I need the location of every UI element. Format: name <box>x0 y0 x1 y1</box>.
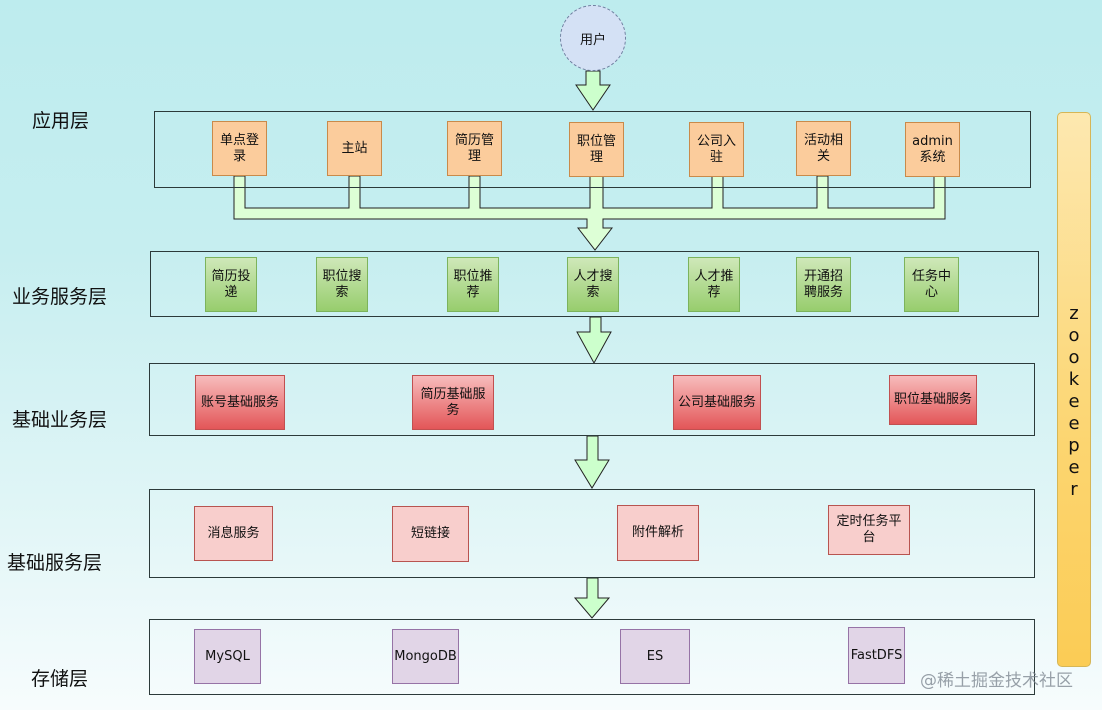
node-activities[interactable]: 活动相关 <box>796 121 851 176</box>
node-es[interactable]: ES <box>620 629 690 684</box>
layer-box-application <box>154 111 1031 188</box>
node-resume-management[interactable]: 简历管理 <box>447 121 502 176</box>
node-position-management[interactable]: 职位管理 <box>569 122 624 177</box>
user-node[interactable]: 用户 <box>560 5 626 71</box>
node-company-onboarding[interactable]: 公司入驻 <box>689 122 744 177</box>
arrow-base-business-to-base-service <box>574 435 610 489</box>
layer-label-business-service: 业务服务层 <box>12 286 108 308</box>
node-position-search[interactable]: 职位搜索 <box>316 257 368 312</box>
node-attachment-parsing[interactable]: 附件解析 <box>617 505 699 561</box>
node-account-base-service[interactable]: 账号基础服务 <box>195 375 285 430</box>
node-position-base-service[interactable]: 职位基础服务 <box>889 375 977 425</box>
node-fastdfs[interactable]: FastDFS <box>848 627 905 684</box>
node-company-base-service[interactable]: 公司基础服务 <box>673 375 761 430</box>
node-message-service[interactable]: 消息服务 <box>194 506 273 561</box>
zookeeper-bar[interactable]: zookeeper <box>1057 112 1091 667</box>
layer-label-base-business: 基础业务层 <box>12 409 108 431</box>
node-scheduled-task-platform[interactable]: 定时任务平台 <box>828 505 910 555</box>
user-label: 用户 <box>579 32 606 48</box>
layer-box-base-business <box>149 363 1035 436</box>
layer-label-base-service: 基础服务层 <box>7 552 103 574</box>
layer-label-application: 应用层 <box>32 110 90 132</box>
node-talent-recommend[interactable]: 人才推荐 <box>688 257 740 312</box>
node-resume-delivery[interactable]: 简历投递 <box>205 257 257 312</box>
node-resume-base-service[interactable]: 简历基础服务 <box>412 375 494 430</box>
node-short-link[interactable]: 短链接 <box>392 506 469 562</box>
node-position-recommend[interactable]: 职位推荐 <box>447 257 499 312</box>
layer-box-storage <box>149 619 1035 695</box>
node-mongodb[interactable]: MongoDB <box>392 629 459 684</box>
node-mysql[interactable]: MySQL <box>194 629 261 684</box>
node-single-sign-on[interactable]: 单点登录 <box>212 121 267 176</box>
application-bus-connector <box>233 175 946 251</box>
zookeeper-label: zookeeper <box>1068 303 1080 500</box>
arrow-user-to-application <box>575 70 611 111</box>
layer-box-business-service <box>150 251 1039 317</box>
node-main-site[interactable]: 主站 <box>327 121 382 176</box>
arrow-base-service-to-storage <box>573 577 611 619</box>
layer-box-base-service <box>149 489 1035 578</box>
watermark: @稀土掘金技术社区 <box>920 671 1073 691</box>
node-task-center[interactable]: 任务中心 <box>904 257 959 312</box>
node-admin-system[interactable]: admin系统 <box>905 122 960 177</box>
node-recruitment-service[interactable]: 开通招聘服务 <box>796 257 851 312</box>
layer-label-storage: 存储层 <box>31 668 89 690</box>
arrow-business-to-base-business <box>576 316 612 365</box>
node-talent-search[interactable]: 人才搜索 <box>567 257 619 312</box>
